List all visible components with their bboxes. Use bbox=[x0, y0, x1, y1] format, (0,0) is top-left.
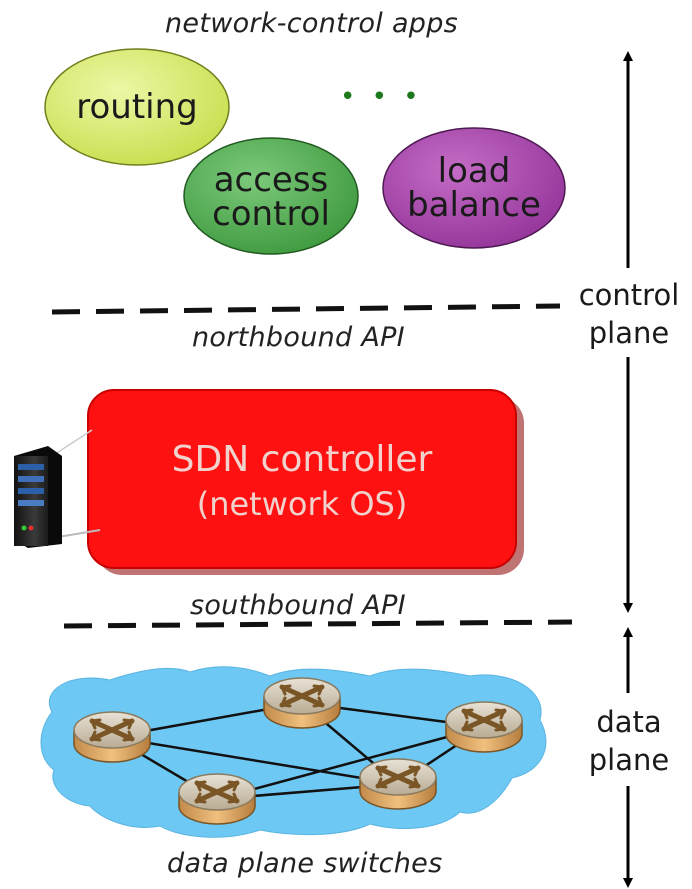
northbound-divider bbox=[51, 303, 561, 315]
sdn-controller-label: SDN controller (network OS) bbox=[88, 438, 516, 526]
control-plane-label: control plane bbox=[570, 276, 688, 352]
switch-router-icon bbox=[360, 759, 436, 809]
routing-app-label: routing bbox=[76, 87, 198, 127]
controller-title: SDN controller bbox=[171, 439, 433, 480]
more-apps-ellipsis: • • • bbox=[340, 82, 423, 112]
load-balance-app-ellipse bbox=[382, 127, 566, 249]
access-control-app-ellipse bbox=[183, 137, 359, 255]
switch-router-icon bbox=[264, 678, 340, 728]
access-control-line1: access bbox=[213, 160, 329, 200]
load-balance-line2: balance bbox=[407, 185, 541, 225]
data-plane-line2: plane bbox=[588, 743, 670, 777]
access-control-app-label: access control bbox=[184, 163, 358, 231]
data-plane-line1: data bbox=[596, 705, 662, 739]
controller-subtitle: (network OS) bbox=[196, 485, 408, 523]
southbound-api-label: southbound API bbox=[190, 590, 406, 621]
data-plane-label: data plane bbox=[570, 703, 688, 779]
access-control-line2: control bbox=[212, 194, 330, 234]
data-plane-switches-label: data plane switches bbox=[167, 848, 443, 879]
network-control-apps-label: network-control apps bbox=[165, 8, 459, 39]
northbound-api-label: northbound API bbox=[192, 322, 405, 353]
control-plane-line1: control bbox=[578, 278, 680, 312]
server-icon bbox=[14, 429, 101, 548]
switch-router-icon bbox=[446, 702, 522, 752]
control-plane-line2: plane bbox=[588, 316, 670, 350]
routing-app-ellipse bbox=[44, 48, 230, 166]
switch-router-icon bbox=[74, 712, 150, 762]
load-balance-line1: load bbox=[437, 151, 511, 191]
southbound-divider bbox=[63, 619, 573, 629]
load-balance-app-label: load balance bbox=[383, 154, 565, 222]
sdn-controller-box bbox=[87, 389, 517, 569]
switch-router-icon bbox=[179, 774, 255, 824]
